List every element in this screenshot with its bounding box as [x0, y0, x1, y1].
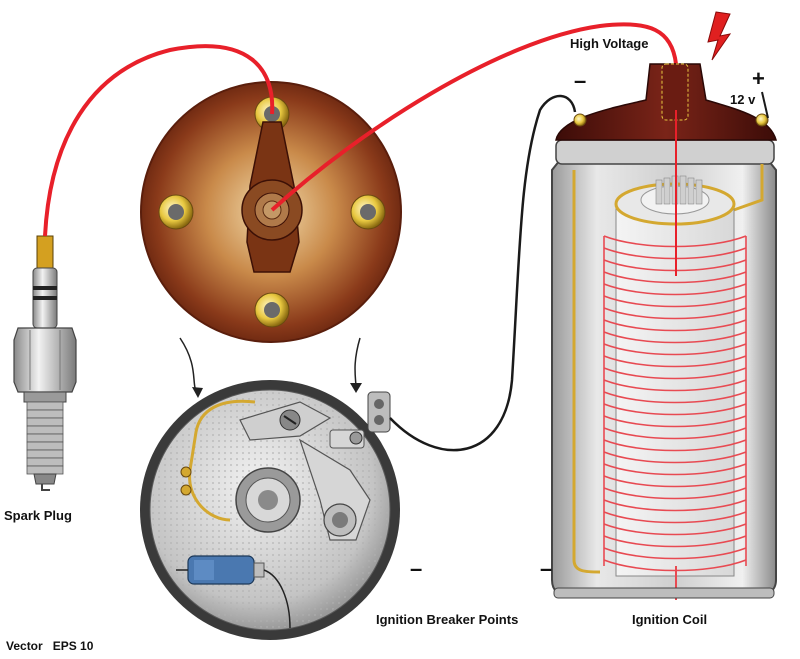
arrow-left [179, 337, 199, 395]
condenser [176, 555, 291, 629]
low-voltage-wire [389, 94, 577, 452]
coil-to-distributor-wire [270, 22, 678, 212]
ignition-coil-label: Ignition Coil [632, 612, 707, 627]
twelve-volt-label: 12 v [730, 92, 756, 107]
lightning-bolt-icon [707, 11, 732, 61]
distributor-cap [140, 81, 402, 343]
coil-plus-symbol: + [752, 66, 765, 91]
breaker-minus-symbol: – [410, 556, 422, 581]
coil-plus-terminal [755, 91, 769, 127]
distributor-terminal-bottom [254, 292, 290, 328]
breaker-terminal [367, 391, 391, 433]
coil-top-cap [555, 63, 777, 141]
breaker-points-label: Ignition Breaker Points [376, 612, 518, 627]
coil-bottom-minus-symbol: – [540, 556, 552, 581]
arrow-right [354, 337, 361, 389]
ground-lead [572, 170, 601, 574]
distributor-terminal-right [350, 194, 386, 230]
spark-plug [13, 235, 77, 491]
coil-minus-symbol: – [574, 68, 586, 93]
coil-minus-terminal [573, 113, 587, 127]
primary-lead [727, 164, 764, 214]
spark-plug-thread [26, 401, 64, 475]
breaker-points-assembly [140, 380, 400, 640]
ignition-coil [551, 63, 777, 600]
spark-plug-lead-wire [43, 44, 275, 237]
spark-plug-label: Spark Plug [4, 508, 72, 523]
footer-label: Vector EPS 10 [6, 639, 94, 653]
breaker-point-arm [239, 401, 371, 541]
secondary-winding [603, 235, 747, 572]
distributor-terminal-left [158, 194, 194, 230]
breaker-cam [235, 467, 301, 533]
high-voltage-label: High Voltage [570, 36, 648, 51]
